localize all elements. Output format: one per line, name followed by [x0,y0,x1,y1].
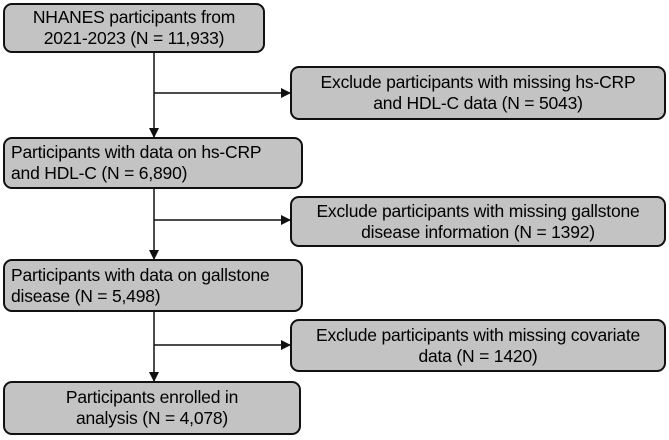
exclusion-2-line-2: disease information (N = 1392) [361,221,595,242]
step-box-3: Participants with data on gallstone dise… [3,259,303,312]
exclusion-box-2: Exclude participants with missing gallst… [290,196,666,247]
exclusion-1-line-2: and HDL-C data (N = 5043) [373,93,583,113]
step-3-line-1: Participants with data on gallstone [11,264,270,285]
exclusion-box-1: Exclude participants with missing hs-CRP… [290,66,666,120]
step-1-line-2: 2021-2023 (N = 11,933) [43,28,225,48]
exclusion-2-line-1: Exclude participants with missing gallst… [316,200,640,221]
step-4-line-2: analysis (N = 4,078) [75,408,229,428]
step-1-line-1: NHANES participants from [32,7,236,27]
exclusion-3-line-2: data (N = 1420) [418,345,538,366]
step-2-line-2: and HDL-C (N = 6,890) [11,163,188,183]
step-3-line-2: disease (N = 5,498) [11,285,161,306]
step-2-line-1: Participants with data on hs-CRP [11,142,262,162]
exclusion-box-3: Exclude participants with missing covari… [290,319,666,372]
exclusion-1-line-1: Exclude participants with missing hs-CRP [320,72,636,92]
step-box-2: Participants with data on hs-CRP and HDL… [3,137,303,189]
step-4-line-1: Participants enrolled in [65,387,239,407]
step-box-1: NHANES participants from 2021-2023 (N = … [3,3,265,53]
step-box-4: Participants enrolled in analysis (N = 4… [3,381,301,435]
exclusion-3-line-1: Exclude participants with missing covari… [315,324,641,345]
